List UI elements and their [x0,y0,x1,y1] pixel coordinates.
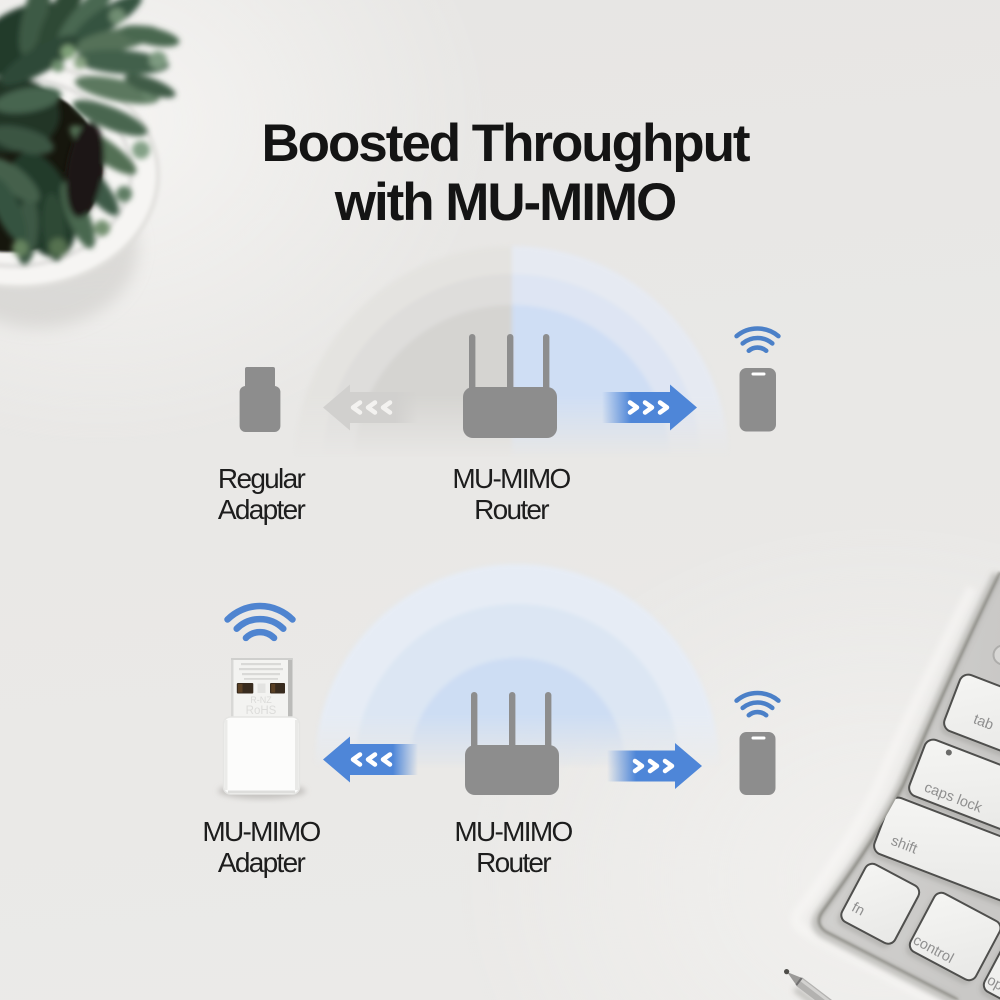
svg-text:RoHS: RoHS [246,705,277,717]
svg-text:tab: tab [971,712,996,734]
svg-text:R-NZ: R-NZ [250,695,272,705]
